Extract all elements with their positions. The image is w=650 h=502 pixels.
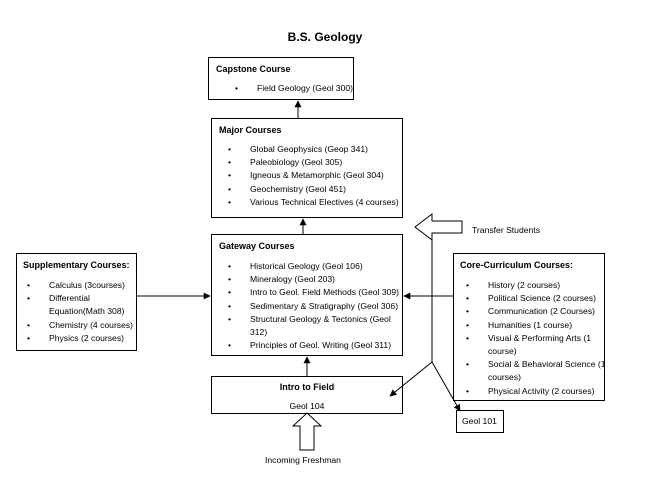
list-item: •Various Technical Electives (4 courses): [228, 196, 399, 207]
list-item: •Sedimentary & Stratigraphy (Geol 306): [228, 300, 399, 311]
supplementary-box: Supplementary Courses: •Calculus (3cours…: [16, 253, 137, 351]
capstone-box: Capstone Course •Field Geology (Geol 300…: [208, 57, 354, 100]
arrow-transfer-to-intro: [389, 361, 433, 397]
list-item: •Structural Geology & Tectonics (Geol 31…: [228, 313, 391, 338]
list-item: •Chemistry (4 courses): [27, 319, 134, 330]
core-list: •History (2 courses) •Political Science …: [458, 279, 606, 398]
list-item: •Calculus (3courses): [27, 280, 125, 290]
list-item: •Geochemistry (Geol 451): [228, 183, 346, 194]
list-item: •History (2 courses): [466, 280, 561, 290]
list-item: •Differential Equation(Math 308): [27, 293, 125, 317]
major-heading: Major Courses: [219, 125, 282, 135]
page-title: B.S. Geology: [287, 30, 363, 44]
list-item: •Paleobiology (Geol 305): [228, 157, 343, 168]
major-list: •Global Geophysics (Geop 341) •Paleobiol…: [220, 143, 399, 209]
list-item: •Physical Activity (2 courses): [466, 385, 595, 396]
geol-101-label: Geol 101: [462, 416, 497, 426]
core-curriculum-box: Core-Curriculum Courses: •History (2 cou…: [453, 253, 606, 401]
major-box: Major Courses •Global Geophysics (Geop 3…: [211, 118, 403, 218]
list-item: •Igneous & Metamorphic (Geol 304): [228, 170, 384, 181]
intro-to-field-box: Intro to Field Geol 104: [211, 376, 403, 414]
list-item: •Field Geology (Geol 300): [235, 83, 354, 93]
gateway-box: Gateway Courses •Historical Geology (Geo…: [211, 234, 403, 356]
list-item: •Mineralogy (Geol 203): [228, 274, 336, 285]
intro-course: Geol 104: [289, 401, 325, 411]
arrow-transfer-to-geol101: [431, 361, 461, 412]
capstone-list: •Field Geology (Geol 300): [227, 82, 353, 95]
list-item: •Humanities (1 course): [466, 319, 573, 330]
list-item: •Historical Geology (Geol 106): [228, 261, 363, 271]
list-item: •Social & Behavioral Science (1 courses): [466, 359, 606, 383]
list-item: •Communication (2 Courses): [466, 306, 595, 317]
list-item: •Intro to Geol. Field Methods (Geol 309): [228, 287, 400, 298]
list-item: •Visual & Performing Arts (1 course): [466, 332, 592, 357]
gateway-heading: Gateway Courses: [219, 241, 295, 251]
supplementary-list: •Calculus (3courses) •Differential Equat…: [19, 279, 135, 345]
transfer-block-arrow: [414, 212, 463, 242]
list-item: •Political Science (2 courses): [466, 293, 596, 304]
gateway-list: •Historical Geology (Geol 106) •Mineralo…: [220, 260, 400, 352]
freshman-block-arrow: [291, 412, 323, 451]
list-item: •Physics (2 courses): [27, 332, 124, 343]
list-item: •Principles of Geol. Writing (Geol 311): [228, 340, 392, 351]
capstone-heading: Capstone Course: [216, 64, 291, 74]
supplementary-heading: Supplementary Courses:: [23, 260, 130, 270]
transfer-students-label: Transfer Students: [472, 225, 540, 235]
list-item: •Global Geophysics (Geop 341): [228, 144, 368, 154]
incoming-freshman-label: Incoming Freshman: [265, 455, 341, 465]
core-heading: Core-Curriculum Courses:: [460, 260, 574, 270]
intro-heading: Intro to Field: [279, 382, 335, 392]
geol-101-box: Geol 101: [456, 410, 504, 433]
